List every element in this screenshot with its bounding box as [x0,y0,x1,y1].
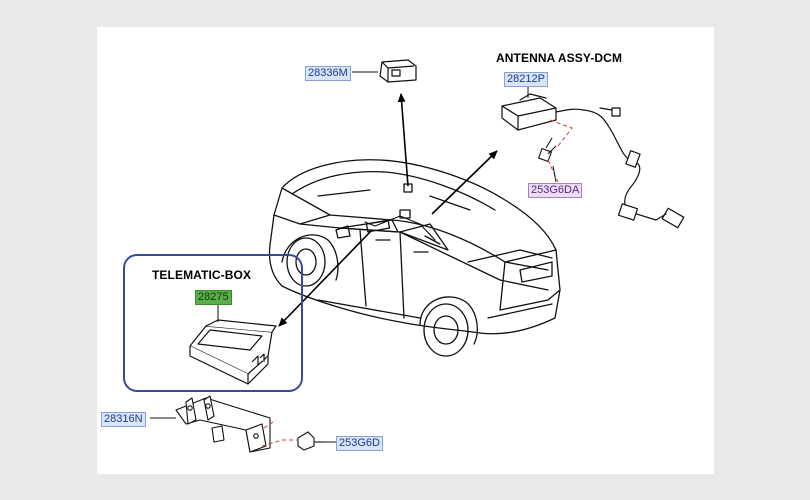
part-label-28275[interactable]: 28275 [195,290,232,305]
bracket-screw-illustration [297,431,324,451]
telematic-box-callout [123,254,303,392]
vehicle-illustration [268,159,561,357]
antenna-assy-title: ANTENNA ASSY-DCM [496,51,623,65]
antenna-screw-illustration [537,137,557,163]
antenna-assembly-illustration [501,93,685,229]
part-label-253G6D[interactable]: 253G6D [336,436,383,451]
pointer-arrows [278,93,498,327]
part-label-253G6DA[interactable]: 253G6DA [528,183,583,198]
bracket-illustration [175,395,271,453]
part-label-28336M[interactable]: 28336M [305,66,351,81]
telematic-box-title: TELEMATIC-BOX [152,268,252,282]
part-label-28212P[interactable]: 28212P [504,72,548,87]
antenna-leader-lines [547,119,573,183]
switch-module-illustration [379,59,417,83]
part-label-28316N[interactable]: 28316N [101,412,146,427]
part-leaders [150,71,557,443]
telematic-box-illustration [189,319,277,385]
bracket-leader-lines [261,419,298,447]
